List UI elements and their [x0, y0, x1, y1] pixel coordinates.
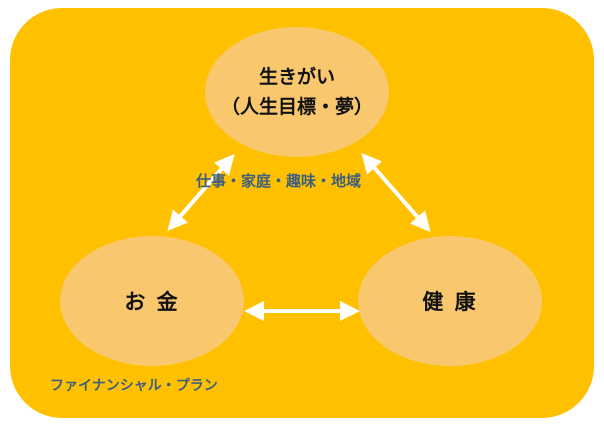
node-health: 健 康: [358, 236, 542, 366]
node-purpose-subtitle: （人生目標・夢）: [220, 96, 373, 118]
node-health-label: 健 康: [422, 290, 478, 314]
node-money-label: お 金: [124, 290, 180, 314]
node-money: お 金: [60, 236, 244, 366]
caption-life-domains: 仕事・家庭・趣味・地域: [196, 172, 362, 190]
node-purpose: 生きがい （人生目標・夢）: [205, 27, 389, 157]
arrow-purpose-health: [361, 152, 431, 233]
caption-financial-plan: ファイナンシャル・プラン: [50, 378, 218, 394]
arrow-purpose-money: [167, 153, 235, 232]
node-purpose-title: 生きがい: [258, 66, 335, 88]
